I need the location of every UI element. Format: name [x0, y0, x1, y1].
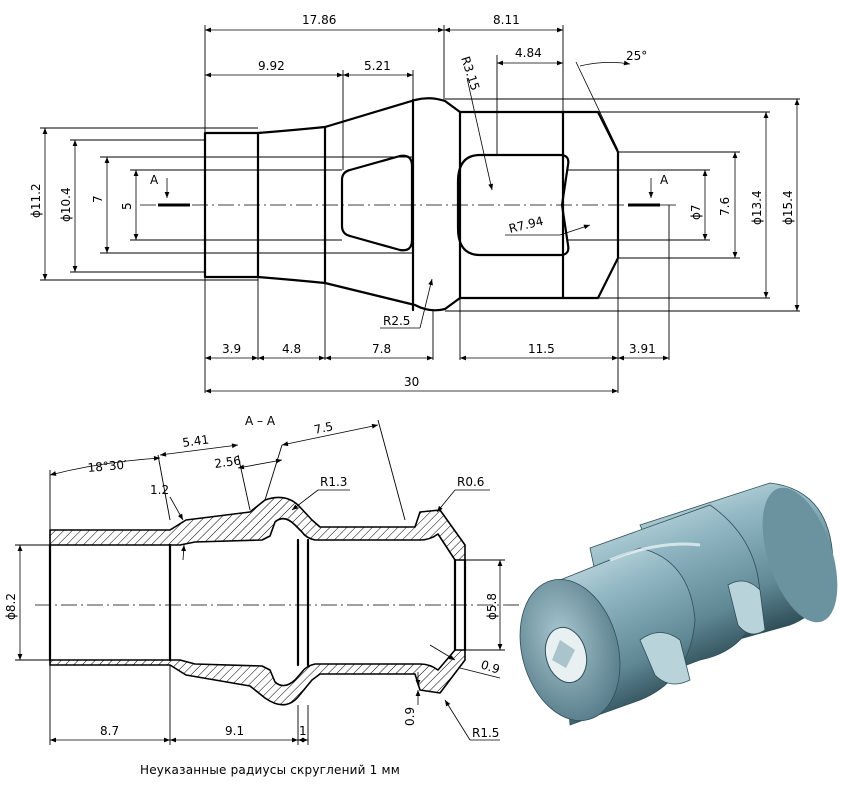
- dim-8-11: 8.11: [493, 13, 520, 27]
- dim-5-41: 5.41: [181, 432, 209, 450]
- radius-1-3: R1.3: [320, 475, 347, 489]
- dim-18-30-angle: 18°30′: [87, 458, 128, 475]
- dim-25-deg: 25°: [626, 49, 647, 63]
- dim-dia-10-4: ϕ10.4: [59, 187, 73, 222]
- top-view: 17.86 8.11 9.92 5.21 4.84 25° R3.15 R7.9…: [29, 13, 800, 394]
- dim-30: 30: [404, 375, 419, 389]
- dim-dia-5-8: ϕ5.8: [485, 593, 499, 620]
- dim-0-9-right: 0.9: [479, 658, 501, 677]
- dim-dia-15-4: ϕ15.4: [781, 190, 795, 225]
- dim-dia-13-4: ϕ13.4: [750, 190, 764, 225]
- dim-1: 1: [299, 724, 307, 738]
- side-window-2: [727, 580, 766, 635]
- slot-right: [456, 153, 570, 257]
- footnote: Неуказанные радиусы скруглений 1 мм: [140, 763, 400, 777]
- side-window-1: [639, 632, 691, 685]
- lower-wall: [49, 649, 466, 706]
- dim-4-84: 4.84: [515, 46, 542, 60]
- section-title: A – A: [245, 414, 276, 428]
- taper-outline: [256, 97, 462, 312]
- dim-7-8: 7.8: [372, 342, 391, 356]
- dim-17-86: 17.86: [302, 13, 336, 27]
- head-outline: [458, 110, 620, 300]
- dim-1-2: 1.2: [150, 483, 169, 497]
- dim-3-91: 3.91: [629, 342, 656, 356]
- part-3d-render: [519, 482, 838, 726]
- dim-3-9: 3.9: [222, 342, 241, 356]
- dim-dia-8-2: ϕ8.2: [4, 593, 18, 620]
- dim-0-9-vertical: 0.9: [403, 707, 417, 726]
- dim-9-92: 9.92: [258, 59, 285, 73]
- section-view: A – A 18°30′ 5.41 2.56 7.5 1.2 R1.3 R0.6…: [4, 414, 520, 745]
- radius-7-94: R7.94: [507, 214, 544, 236]
- dim-7-6: 7.6: [718, 197, 732, 216]
- dim-7-5: 7.5: [313, 419, 335, 437]
- dim-dia-7-right: ϕ7: [689, 204, 703, 220]
- upper-wall: [49, 496, 466, 561]
- radius-0-6: R0.6: [457, 475, 484, 489]
- radius-2-5: R2.5: [383, 314, 410, 328]
- section-mark-left: A: [150, 173, 159, 187]
- dim-2-56: 2.56: [213, 453, 241, 471]
- dim-9-1: 9.1: [225, 724, 244, 738]
- slot-left: [340, 154, 414, 252]
- radius-3-15: R3.15: [458, 55, 482, 93]
- radius-1-5: R1.5: [472, 726, 499, 740]
- section-mark-right: A: [660, 173, 669, 187]
- dim-4-8: 4.8: [282, 342, 301, 356]
- dim-dia-11-2: ϕ11.2: [29, 183, 43, 218]
- dim-7-left: 7: [91, 195, 105, 203]
- dim-5-left: 5: [120, 202, 134, 210]
- dim-11-5: 11.5: [528, 342, 555, 356]
- dim-8-7: 8.7: [100, 724, 119, 738]
- dim-5-21: 5.21: [364, 59, 391, 73]
